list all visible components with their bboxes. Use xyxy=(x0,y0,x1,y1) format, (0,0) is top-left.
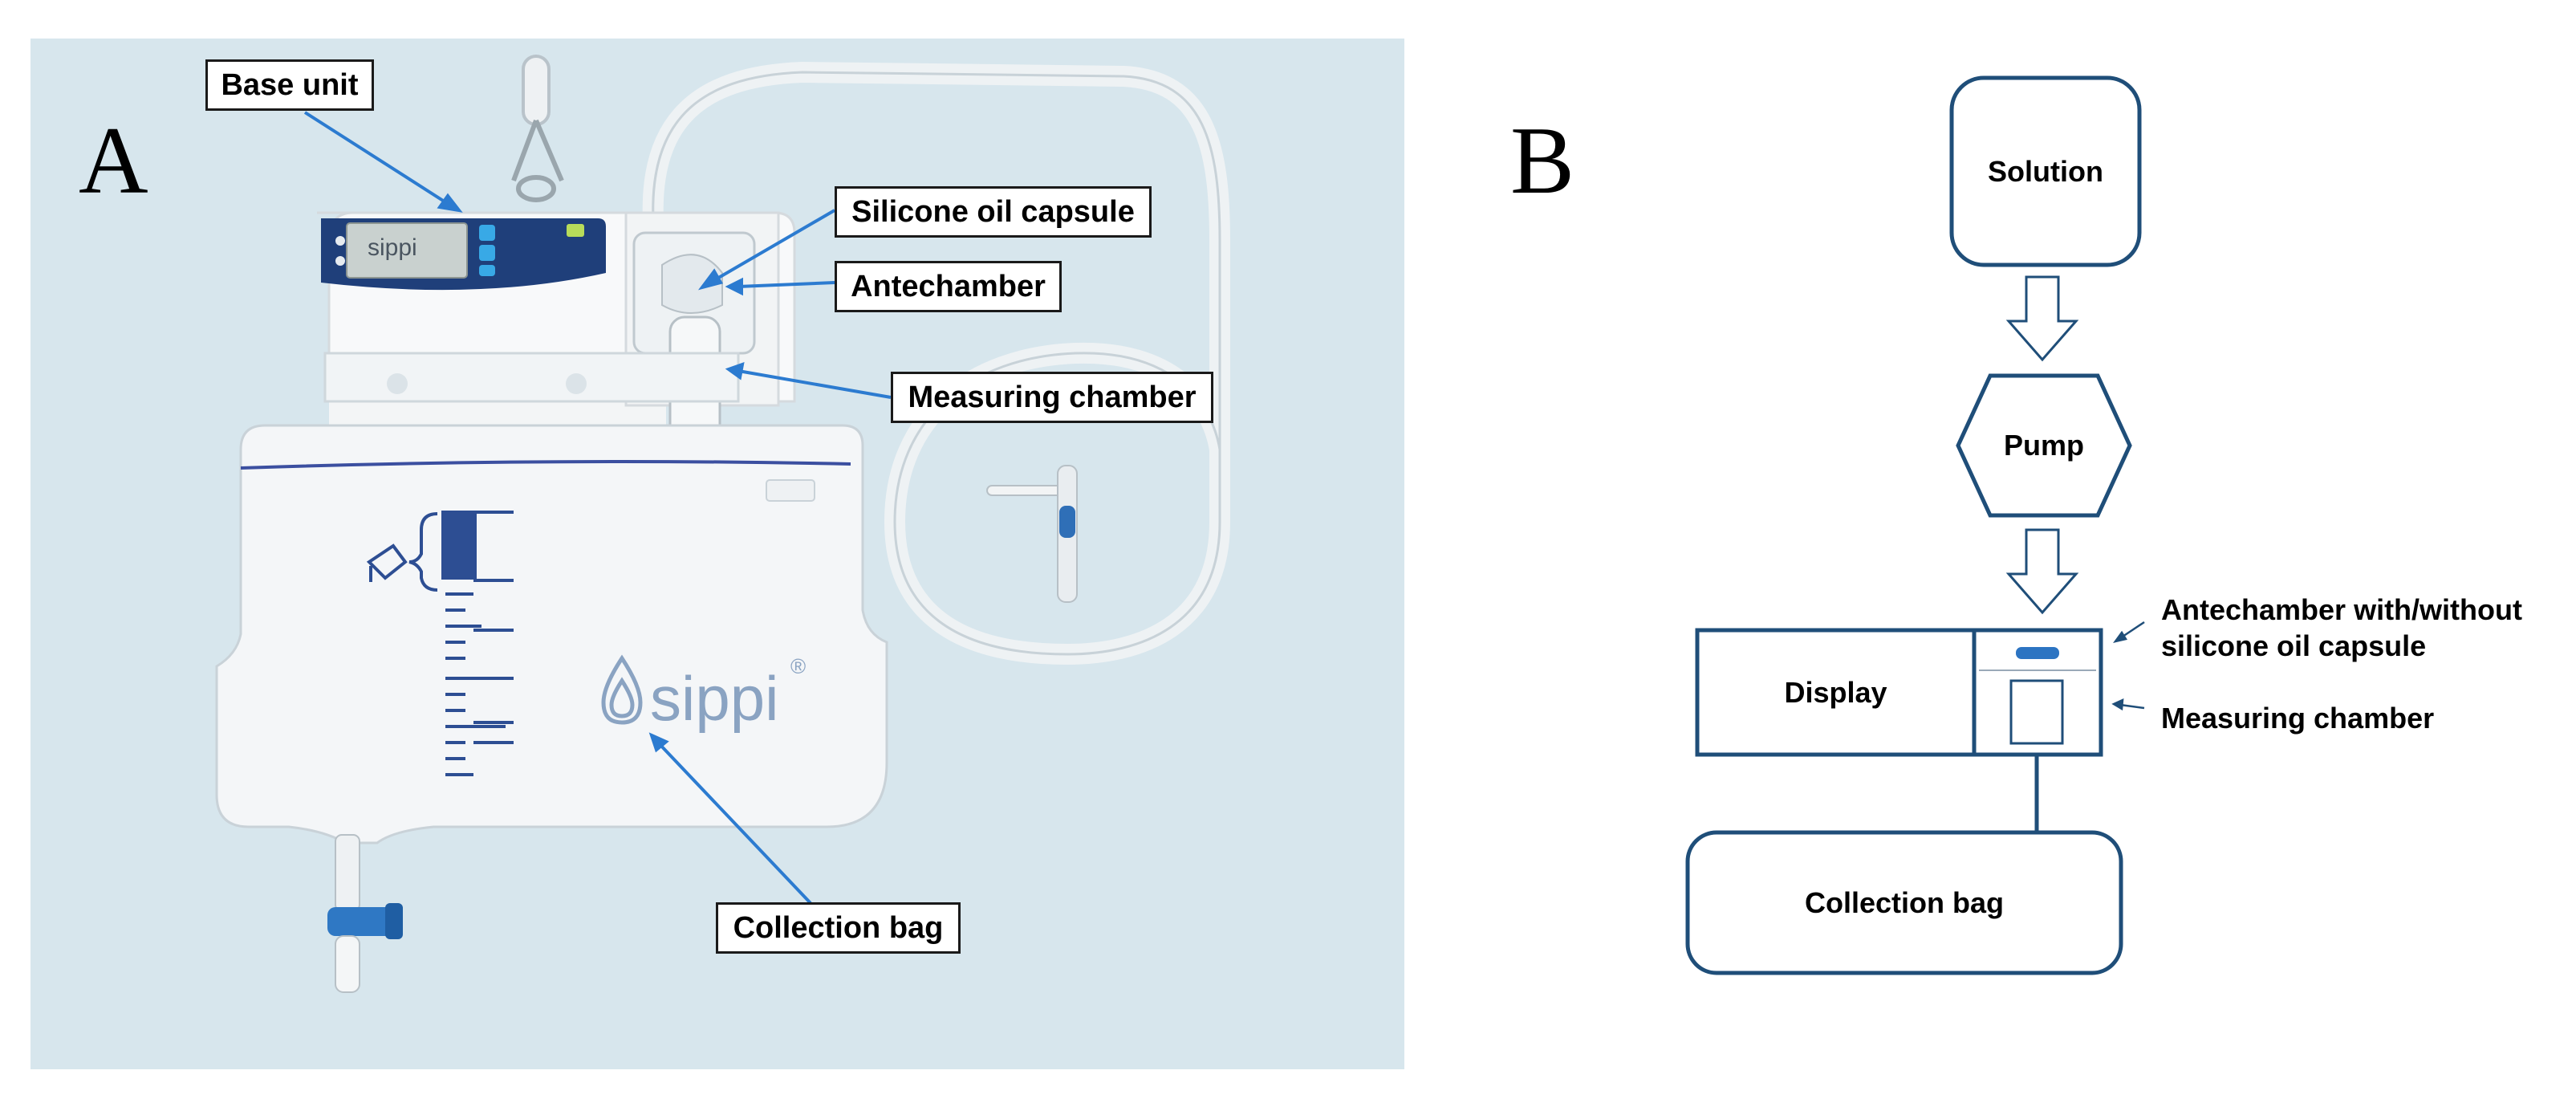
annotation-pointers xyxy=(2111,621,2145,711)
device-screen-brand: sippi xyxy=(368,234,417,261)
node-collection-bag-shape xyxy=(1685,830,2123,975)
bag-brand-logo: sippi xyxy=(650,663,779,734)
node-collection-bag: Collection bag xyxy=(1804,885,2004,919)
callout-arrows xyxy=(303,111,892,905)
chamber-assembly xyxy=(632,231,756,470)
panel-label-a: A xyxy=(79,107,148,214)
label-measuring-chamber: Measuring chamber xyxy=(891,372,1213,423)
annotation-antechamber-line1: Antechamber with/without xyxy=(2161,593,2522,626)
hanging-hook xyxy=(511,55,564,202)
node-pump-shape xyxy=(1956,373,2132,518)
annotation-antechamber: Antechamber with/without silicone oil ca… xyxy=(2161,592,2522,664)
node-display-shape xyxy=(1695,628,1977,757)
bag-logo-icon xyxy=(601,654,643,725)
tube-connector xyxy=(986,465,1078,603)
arrow-solution-to-pump xyxy=(2005,275,2079,362)
arrow-pump-to-chamber xyxy=(2005,528,2079,615)
node-display: Display xyxy=(1784,675,1887,709)
annotation-measuring-chamber: Measuring chamber xyxy=(2161,702,2435,735)
node-pump: Pump xyxy=(2003,429,2084,462)
silicone-capsule-shape xyxy=(2016,647,2059,659)
panel-label-b: B xyxy=(1510,107,1575,214)
annotation-antechamber-line2: silicone oil capsule xyxy=(2161,629,2427,662)
label-collection-bag: Collection bag xyxy=(716,902,961,954)
bag-scale xyxy=(366,511,514,776)
registered-mark: ® xyxy=(790,654,807,678)
label-antechamber: Antechamber xyxy=(835,261,1062,312)
measuring-chamber-shape xyxy=(2009,679,2064,745)
node-solution-shape xyxy=(1949,75,2142,267)
node-solution: Solution xyxy=(1988,154,2103,188)
label-silicone-oil-capsule: Silicone oil capsule xyxy=(835,186,1152,238)
drain-valve xyxy=(327,834,403,993)
collection-bag-shape xyxy=(215,352,888,844)
label-base-unit: Base unit xyxy=(205,59,374,111)
